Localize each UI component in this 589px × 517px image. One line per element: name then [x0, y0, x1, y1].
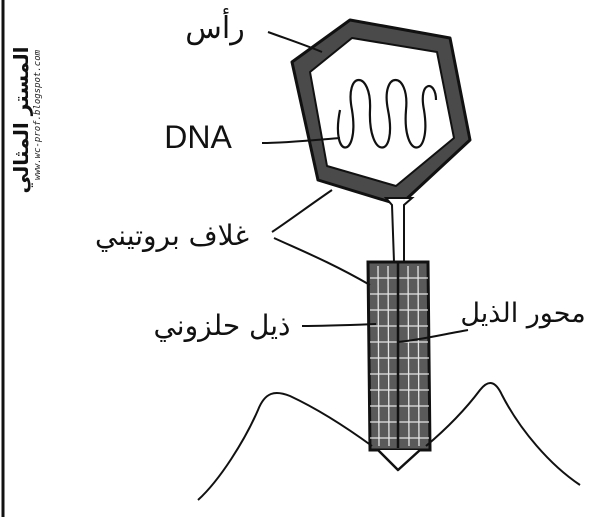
- pointer-head: [268, 32, 322, 52]
- label-head: رأس: [185, 7, 244, 46]
- watermark: المستر المثالي www.wc-prof.blogspot.com: [9, 47, 43, 194]
- label-dna: DNA: [164, 119, 232, 155]
- tail-tip: [378, 450, 420, 470]
- phage-head: [292, 20, 470, 205]
- neck-shape: [386, 198, 412, 262]
- watermark-url: www.wc-prof.blogspot.com: [33, 49, 43, 180]
- tail-fiber-right: [426, 383, 580, 485]
- phage-tail: [368, 262, 430, 470]
- tail-fiber-left: [198, 393, 372, 500]
- pointer-sheath-lower: [274, 238, 370, 285]
- label-protein-sheath: غلاف بروتيني: [95, 219, 249, 252]
- phage-neck: [386, 198, 412, 262]
- pointer-sheath-upper: [272, 190, 332, 232]
- label-helical-tail: ذيل حلزوني: [153, 309, 290, 342]
- label-tail-core: محور الذيل: [460, 298, 585, 329]
- watermark-title: المستر المثالي: [9, 47, 34, 194]
- pointer-helical-tail: [302, 324, 376, 326]
